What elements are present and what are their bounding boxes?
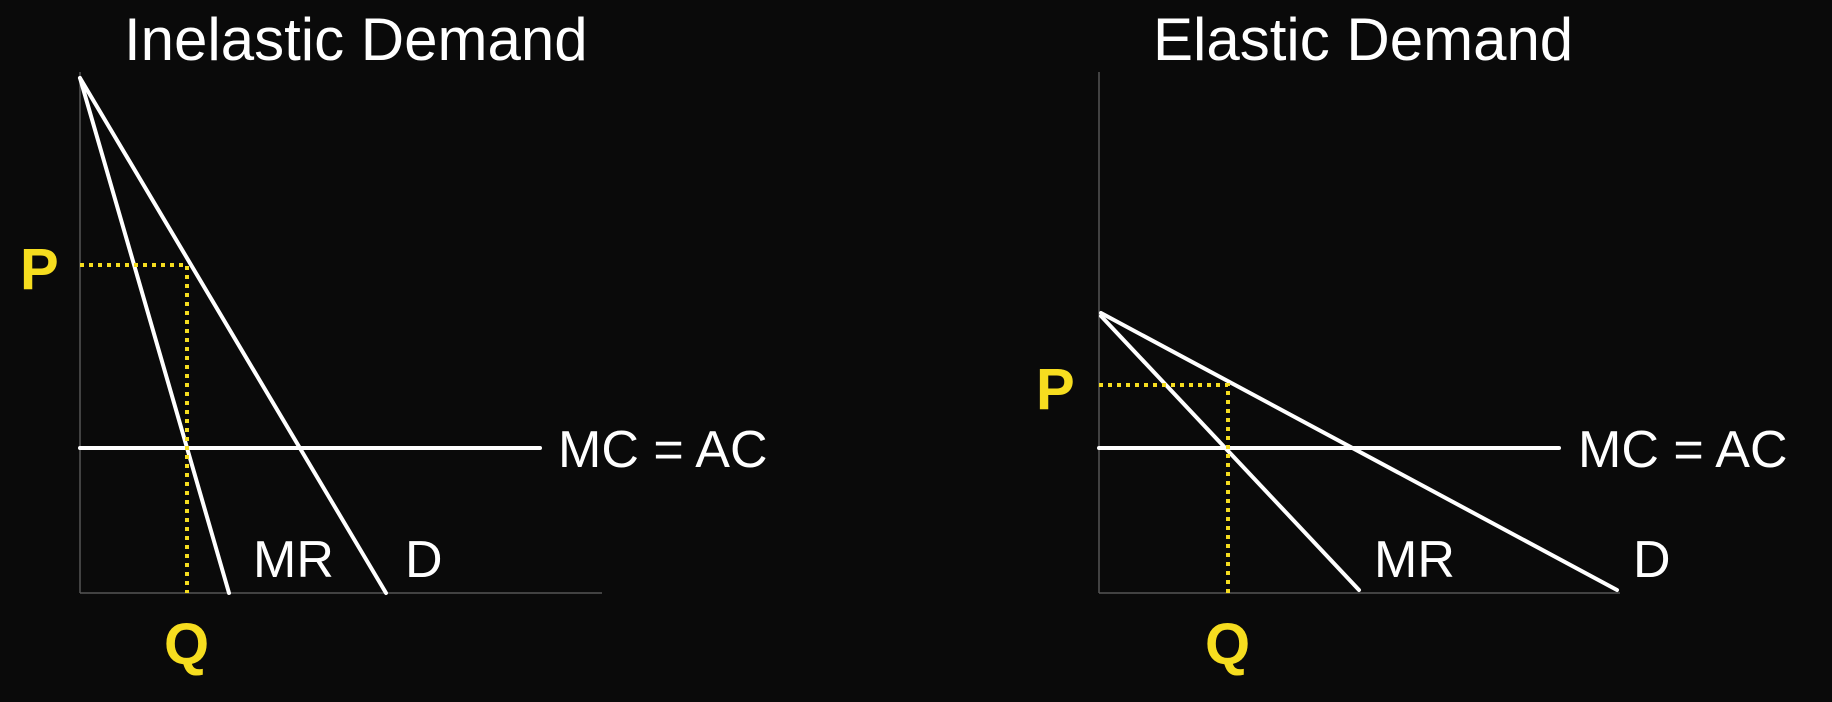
panel-title: Inelastic Demand [124, 6, 588, 73]
panel-elastic: Elastic Demand MC = AC MR D P Q [1036, 6, 1788, 677]
panel-title: Elastic Demand [1153, 6, 1573, 73]
mr-label: MR [253, 531, 334, 589]
mr-curve [1099, 314, 1361, 592]
quantity-label: Q [1205, 612, 1250, 677]
cost-label: MC = AC [558, 421, 768, 479]
price-quantity-guide [1099, 383, 1230, 593]
price-quantity-guide [80, 263, 189, 593]
demand-label: D [405, 531, 443, 589]
price-label: P [1036, 357, 1075, 422]
panel-inelastic: Inelastic Demand MC = AC MR D P Q [20, 6, 768, 677]
cost-label: MC = AC [1578, 421, 1788, 479]
demand-curve [1099, 311, 1619, 592]
demand-curve [78, 76, 388, 595]
mr-curve [78, 76, 231, 595]
mr-label: MR [1374, 531, 1455, 589]
quantity-label: Q [164, 612, 209, 677]
price-label: P [20, 237, 59, 302]
demand-label: D [1633, 531, 1671, 589]
